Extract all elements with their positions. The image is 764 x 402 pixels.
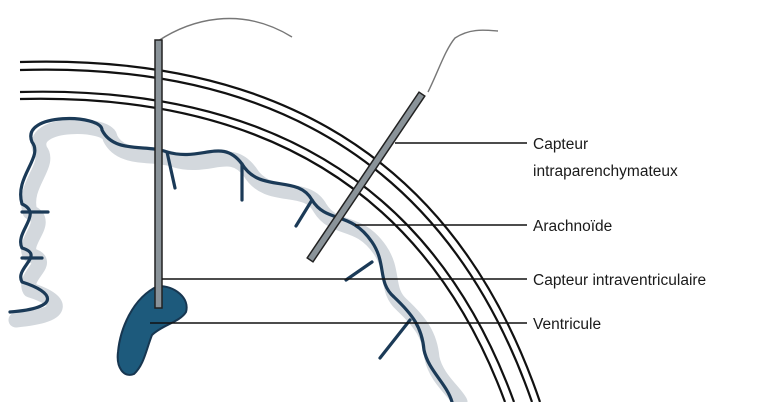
sulcus-7 [380, 320, 410, 358]
intraparenchymal-wire [428, 30, 498, 92]
label-arachnoid: Arachnoïde [533, 218, 612, 235]
skull-inner-arc [20, 70, 532, 402]
intraventricular-probe [155, 40, 162, 308]
leader-lines [150, 143, 527, 323]
label-intraparenchymal-line2: intraparenchymateux [533, 163, 678, 180]
label-intraventricular: Capteur intraventriculaire [533, 272, 706, 289]
label-ventricle: Ventricule [533, 316, 601, 333]
dura-outer-arc [20, 92, 514, 402]
sulcus-5 [296, 200, 312, 226]
sulci [22, 152, 410, 358]
label-intraparenchymal-line1: Capteur [533, 136, 588, 153]
intraventricular-wire [158, 19, 292, 41]
sulcus-6 [346, 262, 372, 280]
ventricle-shape [118, 286, 187, 375]
skull-layers [20, 62, 540, 402]
cortex-shadow [16, 127, 460, 402]
